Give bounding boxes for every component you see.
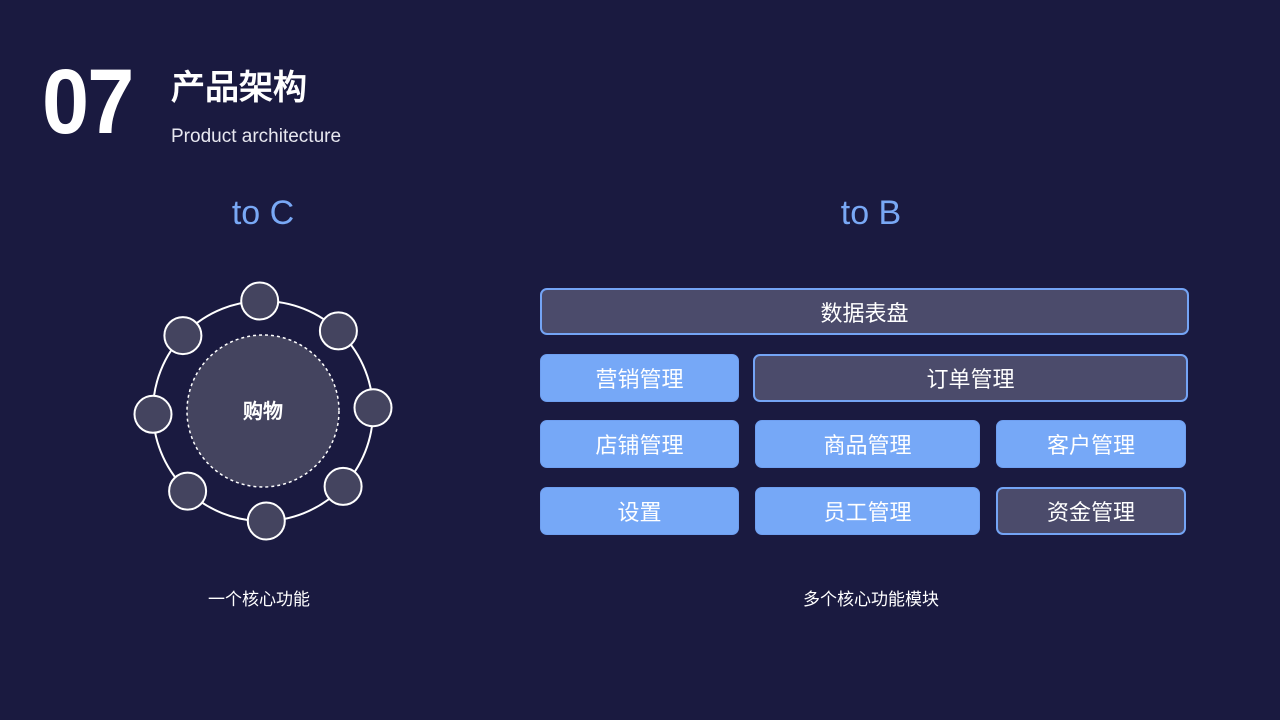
module-label: 营销管理 (595, 368, 684, 393)
satellite-node (323, 466, 363, 506)
module-label: 员工管理 (823, 501, 912, 526)
module-staff[interactable]: 员工管理 (755, 487, 980, 535)
module-label: 设置 (617, 501, 662, 526)
satellite-node (163, 316, 203, 356)
module-label: 数据表盘 (820, 301, 909, 327)
core-function-label: 购物 (243, 399, 283, 423)
module-orders[interactable]: 订单管理 (753, 354, 1188, 402)
satellite-node (133, 394, 173, 434)
module-store[interactable]: 店铺管理 (540, 420, 739, 468)
module-dashboard[interactable]: 数据表盘 (540, 288, 1189, 335)
module-label: 店铺管理 (595, 434, 684, 459)
module-marketing[interactable]: 营销管理 (540, 354, 739, 402)
satellite-node (168, 471, 208, 511)
page-title: 产品架构 (171, 68, 307, 108)
core-circle (186, 334, 340, 488)
module-label: 商品管理 (823, 434, 912, 459)
to-b-heading: to B (840, 194, 902, 232)
module-funds[interactable]: 资金管理 (996, 487, 1186, 535)
module-settings[interactable]: 设置 (540, 487, 739, 535)
to-b-caption: 多个核心功能模块 (803, 590, 939, 610)
satellite-node (353, 388, 393, 428)
module-label: 客户管理 (1046, 434, 1135, 459)
satellite-node (246, 501, 286, 541)
to-c-caption: 一个核心功能 (208, 590, 310, 610)
page-subtitle: Product architecture (171, 126, 342, 147)
satellite-node (318, 311, 358, 351)
satellite-node (240, 281, 280, 321)
to-c-heading: to C (231, 194, 295, 232)
module-customers[interactable]: 客户管理 (996, 420, 1186, 468)
module-label: 订单管理 (926, 368, 1015, 393)
section-number: 07 (42, 51, 134, 153)
module-products[interactable]: 商品管理 (755, 420, 980, 468)
module-label: 资金管理 (1046, 501, 1135, 526)
